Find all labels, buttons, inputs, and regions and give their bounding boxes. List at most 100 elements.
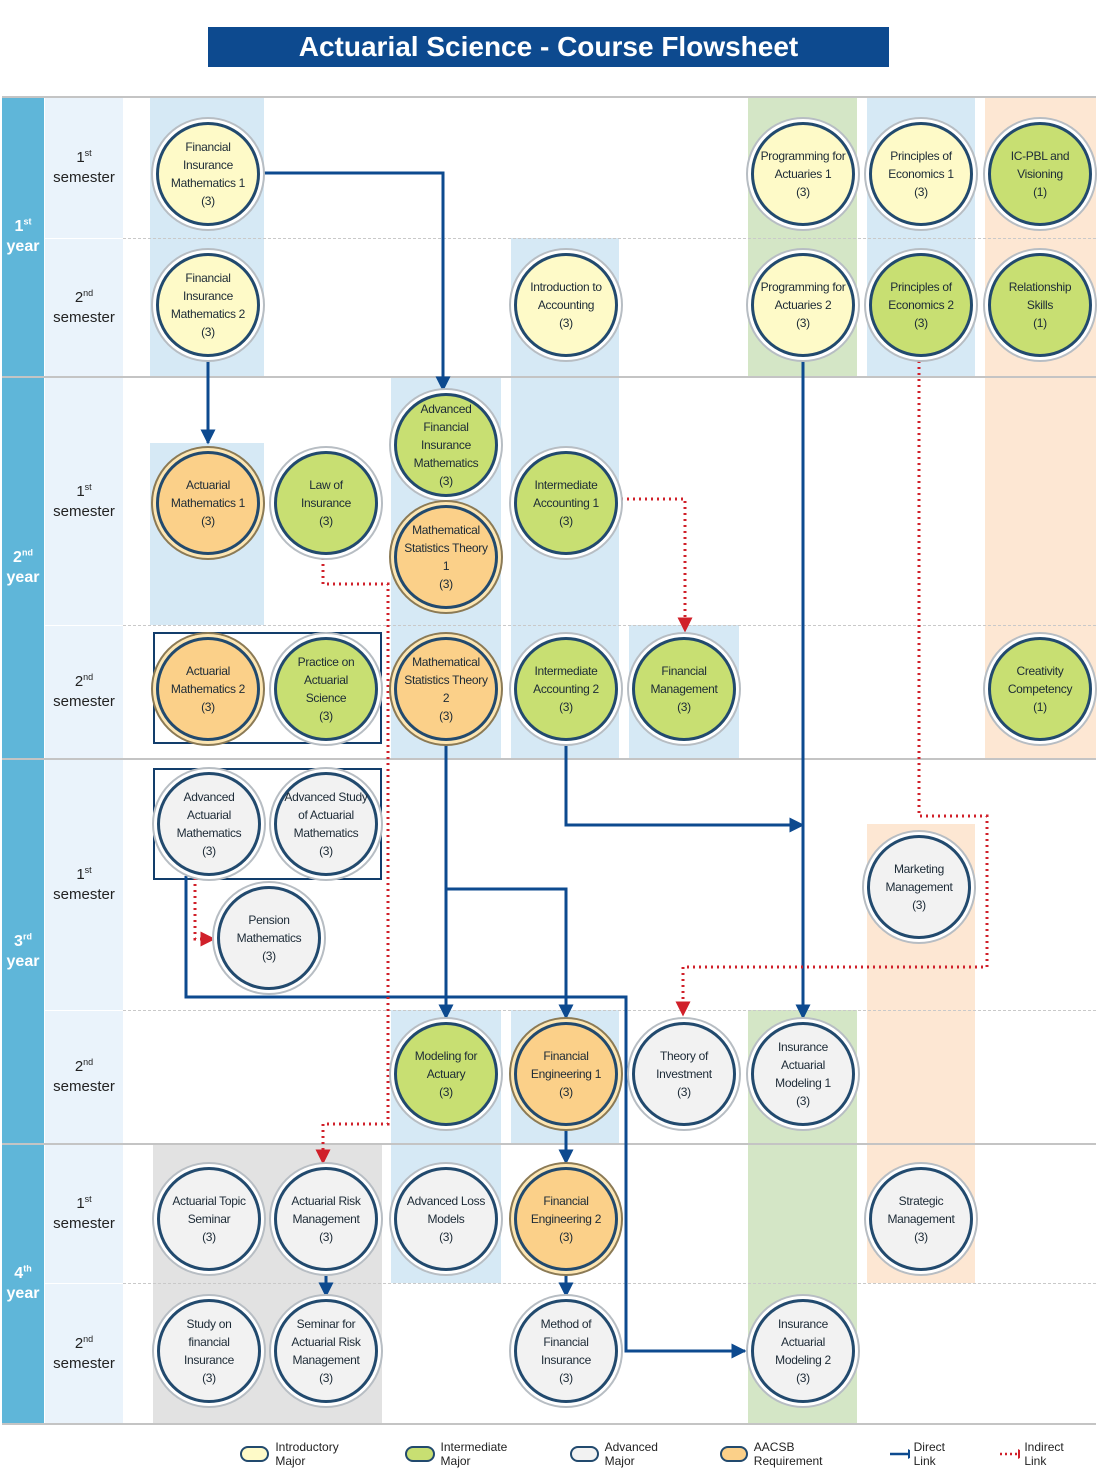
course-text-line: (3) — [201, 194, 215, 208]
legend-inter-label: Intermediate Major — [440, 1440, 508, 1468]
course-text-line: (3) — [202, 1371, 216, 1385]
course-text-line: (3) — [559, 514, 573, 528]
course-text-line: (3) — [677, 700, 691, 714]
course-text-line: (3) — [796, 1094, 810, 1108]
year-divider — [2, 1143, 1096, 1145]
year-divider — [2, 376, 1096, 378]
course-text-line: (3) — [559, 316, 573, 330]
course-text-line: Insurance — [541, 1353, 591, 1367]
direct-link-fim1-afim — [264, 171, 451, 392]
course-text-line: Seminar — [187, 1212, 231, 1226]
course-ita: Introduction to Accounting (3) — [514, 253, 618, 357]
course-text-line: (3) — [559, 1230, 573, 1244]
course-text-line: Financial Insurance — [421, 420, 471, 452]
course-text-line: Models — [427, 1212, 465, 1226]
course-text-line: Introduction to — [530, 280, 602, 294]
indirect-link-icon — [1000, 1449, 1021, 1459]
course-text-line: Financial — [543, 1194, 589, 1208]
course-text-line: (3) — [559, 700, 573, 714]
course-text-line: Financial — [661, 664, 707, 678]
course-text-line: (3) — [796, 316, 810, 330]
indirect-link-loi-arm — [315, 558, 390, 1165]
course-text-line: Creativity — [1016, 664, 1064, 678]
course-text-line: (3) — [439, 709, 453, 723]
course-text-line: Actuary — [426, 1067, 466, 1081]
course-text-line: Insurance — [184, 1353, 234, 1367]
course-text-line: (3) — [559, 1085, 573, 1099]
course-text-line: Management — [885, 880, 953, 894]
course-text-line: (3) — [202, 844, 216, 858]
course-text-line: Programming for — [760, 280, 846, 294]
course-text-line: (3) — [319, 709, 333, 723]
course-text-line: Management — [887, 1212, 955, 1226]
course-text-line: (3) — [677, 1085, 691, 1099]
legend-intro: Introductory Major — [240, 1440, 347, 1468]
course-text-line: Engineering 1 — [530, 1067, 602, 1081]
course-text-line: Economics 2 — [888, 298, 954, 312]
course-text-line: Modeling for — [414, 1049, 478, 1063]
course-group-box — [153, 632, 382, 744]
course-text-line: (3) — [796, 185, 810, 199]
course-text-line: Actuarial Risk — [291, 1335, 361, 1349]
course-text-line: Financial — [185, 140, 231, 154]
course-text-line: Competency — [1007, 682, 1073, 696]
inter-swatch — [405, 1446, 435, 1462]
course-text-line: Method of Financial — [540, 1317, 592, 1349]
course-text-line: Mathematics 2 — [170, 682, 246, 696]
course-text-line: Insurance Actuarial — [778, 1317, 828, 1349]
course-text-line: Actuaries 2 — [774, 298, 832, 312]
course-text-line: Management — [292, 1212, 360, 1226]
semester-divider — [123, 1010, 1096, 1011]
course-text-line: Mathematics — [236, 931, 302, 945]
course-text-line: Pension — [248, 913, 290, 927]
course-text-line: Actuarial — [185, 478, 230, 492]
indirect-link-poe2-toi — [675, 361, 989, 1017]
course-text-line: Programming for — [760, 149, 846, 163]
course-text-line: (3) — [439, 1230, 453, 1244]
course-text-line: Intermediate — [534, 664, 598, 678]
course-text-line: Statistics Theory 1 — [404, 541, 488, 573]
course-text-line: Mathematics — [293, 826, 359, 840]
course-text-line: Engineering 2 — [530, 1212, 602, 1226]
indirect-link-aam-pm — [193, 878, 216, 947]
course-text-line: Mathematical — [412, 523, 480, 537]
course-text-line: (3) — [914, 1230, 928, 1244]
legend-adv-label: Advanced Major — [604, 1440, 658, 1468]
course-text-line: Actuarial Science — [304, 673, 348, 705]
course-text-line: Principles of — [890, 280, 952, 294]
course-text-line: Accounting 2 — [533, 682, 599, 696]
course-text-line: Marketing — [893, 862, 944, 876]
course-text-line: Insurance — [182, 289, 233, 303]
course-text-line: Advanced Loss — [406, 1194, 486, 1208]
course-text-line: (3) — [796, 1371, 810, 1385]
legend-inter: Intermediate Major — [405, 1440, 516, 1468]
course-text-line: (1) — [1033, 700, 1047, 714]
legend-aacsb-label: AACSB Requirement — [753, 1440, 823, 1468]
course-text-line: Accounting — [537, 298, 595, 312]
course-text-line: Mathematics — [176, 826, 242, 840]
course-text-line: Economics 1 — [888, 167, 954, 181]
course-text-line: Insurance — [182, 158, 233, 172]
course-text-line: Advanced Actuarial — [183, 790, 235, 822]
legend-indirect: Indirect Link — [1000, 1440, 1071, 1468]
course-text-line: (3) — [559, 1371, 573, 1385]
